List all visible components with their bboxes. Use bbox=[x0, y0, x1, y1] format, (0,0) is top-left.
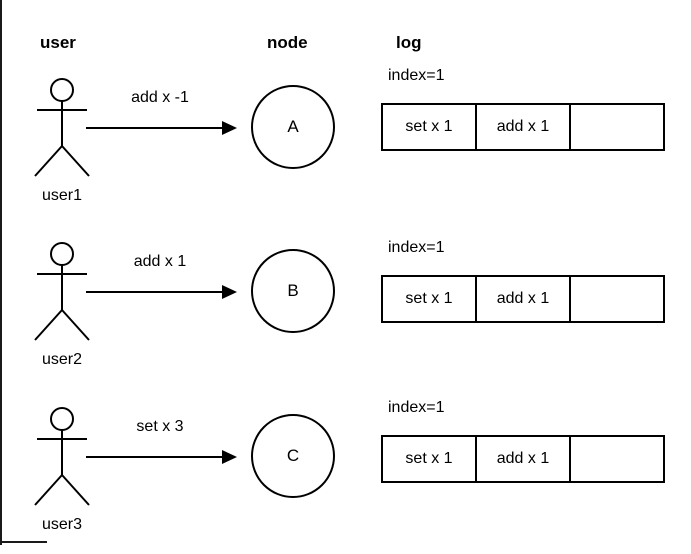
stick-figure-icon bbox=[34, 242, 90, 341]
log-cell: set x 1 bbox=[405, 118, 453, 135]
log-cell: set x 1 bbox=[405, 450, 453, 467]
log-table: set x 1 add x 1 bbox=[381, 103, 665, 151]
log-cell-empty bbox=[569, 277, 663, 321]
diagram-row-1: user1 add x -1 A bbox=[0, 0, 691, 215]
log-cell-empty bbox=[569, 105, 663, 149]
command-label: set x 3 bbox=[136, 418, 184, 435]
node-label: A bbox=[287, 117, 299, 136]
arrow-right-icon bbox=[86, 450, 237, 464]
log-table: set x 1 add x 1 bbox=[381, 275, 665, 323]
page-border-left-line bbox=[0, 0, 2, 545]
log-index-label: index=1 bbox=[388, 399, 445, 416]
log-index-label: index=1 bbox=[388, 239, 445, 256]
log-cell: set x 1 bbox=[405, 290, 453, 307]
actor-name-label: user2 bbox=[41, 351, 83, 368]
node-circle: B bbox=[251, 249, 335, 333]
arrow-right-icon bbox=[86, 285, 237, 299]
log-cell: add x 1 bbox=[475, 105, 569, 149]
actor-name-label: user3 bbox=[41, 516, 83, 533]
log-section-3: index=1 set x 1 add x 1 bbox=[381, 399, 671, 489]
diagram-row-2: user2 add x 1 B bbox=[0, 164, 691, 379]
node-label: B bbox=[287, 281, 299, 300]
log-cell: add x 1 bbox=[475, 277, 569, 321]
column-header-node: node bbox=[267, 33, 308, 52]
node-circle: C bbox=[251, 414, 335, 498]
command-label: add x 1 bbox=[133, 253, 187, 270]
actor-name-label: user1 bbox=[41, 187, 83, 204]
node-circle: A bbox=[251, 85, 335, 169]
diagram-row-3: user3 set x 3 C bbox=[0, 329, 691, 544]
arrow-right-icon bbox=[86, 121, 237, 135]
column-header-log: log bbox=[396, 33, 422, 52]
log-section-2: index=1 set x 1 add x 1 bbox=[381, 239, 671, 329]
command-label: add x -1 bbox=[131, 89, 189, 106]
page-border-bottom-line bbox=[0, 541, 47, 543]
node-label: C bbox=[286, 446, 300, 465]
log-cell-empty bbox=[569, 437, 663, 481]
column-header-user: user bbox=[40, 33, 76, 52]
stick-figure-icon bbox=[34, 407, 90, 506]
log-table: set x 1 add x 1 bbox=[381, 435, 665, 483]
stick-figure-icon bbox=[34, 78, 90, 177]
log-cell: add x 1 bbox=[475, 437, 569, 481]
log-index-label: index=1 bbox=[388, 67, 445, 84]
log-section-1: index=1 set x 1 add x 1 bbox=[381, 67, 671, 157]
